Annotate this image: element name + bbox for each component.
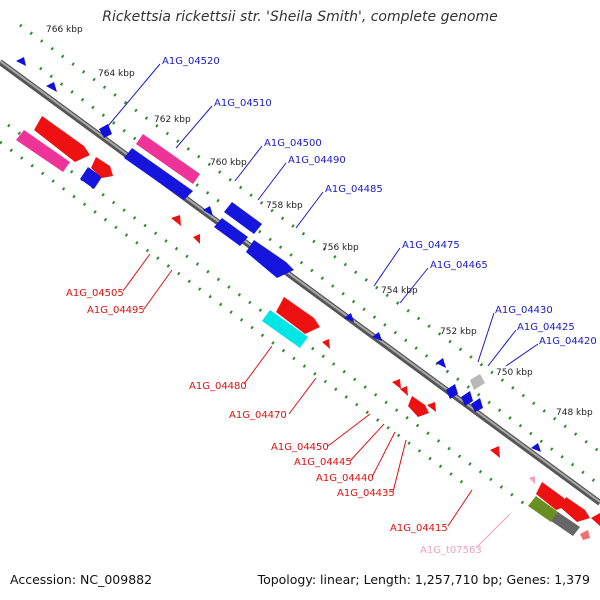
topology-text: Topology: linear; Length: 1,257,710 bp; …: [257, 572, 590, 587]
gene-arrow-rev[interactable]: [322, 339, 330, 349]
genome-axis-highlight: [0, 60, 600, 503]
gene-label-fwd[interactable]: A1G_04475: [402, 240, 460, 251]
gene-block-cyan[interactable]: [262, 310, 308, 348]
gene-arrow-fwd[interactable]: [16, 57, 26, 66]
gene-block-blue[interactable]: [214, 218, 248, 246]
gene-label-fwd[interactable]: A1G_04490: [288, 155, 346, 166]
gene-arrow-fwd[interactable]: [531, 443, 541, 452]
gene-block-salmon[interactable]: [580, 530, 590, 540]
gene-block-red[interactable]: [560, 497, 590, 522]
kbp-label: 764 kbp: [98, 69, 135, 79]
gene-arrow-fwd[interactable]: [446, 384, 458, 399]
labels-rev: A1G_04505 A1G_04495 A1G_04480 A1G_04470 …: [66, 253, 511, 556]
gene-label-rev[interactable]: A1G_04415: [390, 523, 448, 534]
gene-arrow-fwd[interactable]: [203, 206, 213, 216]
kbp-label: 754 kbp: [381, 286, 418, 296]
accession-text: Accession: NC_009882: [10, 572, 153, 587]
gene-label-fwd[interactable]: A1G_04430: [495, 305, 553, 316]
gene-label-rev[interactable]: A1G_04480: [189, 381, 247, 392]
gene-arrow-fwd[interactable]: [436, 358, 446, 368]
gene-arrow-rev[interactable]: [193, 234, 200, 244]
labels-fwd: A1G_04520 A1G_04510 A1G_04500 A1G_04490 …: [107, 56, 597, 367]
gene-block-pink[interactable]: [16, 130, 70, 172]
gene-label-rev[interactable]: A1G_04440: [316, 473, 374, 484]
gene-block-red[interactable]: [276, 297, 320, 334]
gene-block-grey[interactable]: [470, 374, 485, 390]
gene-block-grey[interactable]: [551, 512, 580, 536]
track-rev-outer: [0, 140, 471, 490]
gene-block-blue[interactable]: [124, 148, 193, 200]
gene-label-fwd[interactable]: A1G_04500: [264, 138, 322, 149]
gene-label-fwd[interactable]: A1G_04420: [539, 336, 597, 347]
gene-arrow-rev[interactable]: [427, 402, 436, 412]
gene-arrow-fwd[interactable]: [372, 332, 382, 341]
gene-label-rev[interactable]: A1G_04495: [87, 305, 145, 316]
kbp-label: 748 kbp: [556, 408, 593, 418]
gene-arrow-fwd[interactable]: [344, 313, 354, 322]
gene-block-red[interactable]: [34, 116, 90, 162]
kbp-label: 760 kbp: [210, 158, 247, 168]
gene-label-rev[interactable]: A1G_04470: [229, 410, 287, 421]
gene-arrow-fwd[interactable]: [461, 391, 473, 406]
gene-arrow-fwd[interactable]: [46, 82, 57, 92]
track-fwd-outer: [19, 23, 600, 454]
kbp-label: 756 kbp: [322, 243, 359, 253]
gene-label-rev[interactable]: A1G_04450: [271, 442, 329, 453]
gene-block-olive[interactable]: [528, 496, 558, 522]
gene-label-fwd[interactable]: A1G_04485: [325, 184, 383, 195]
gene-arrow-fwd[interactable]: [99, 124, 112, 138]
gene-arrow-rev[interactable]: [392, 379, 401, 389]
gene-block-blue[interactable]: [246, 240, 294, 278]
kbp-labels: 766 kbp 764 kbp 762 kbp 760 kbp 758 kbp …: [46, 25, 593, 418]
gene-arrow-trna[interactable]: [529, 476, 535, 484]
kbp-label: 766 kbp: [46, 25, 83, 35]
gene-label-rev[interactable]: A1G_04445: [294, 457, 352, 468]
gene-block-blue[interactable]: [80, 167, 102, 189]
gene-arrow-fwd[interactable]: [471, 398, 483, 412]
gene-label-fwd[interactable]: A1G_04425: [517, 322, 575, 333]
gene-arrow-rev[interactable]: [490, 446, 500, 458]
gene-block-red[interactable]: [591, 513, 600, 526]
features-fwd: [16, 57, 541, 452]
gene-block-red[interactable]: [408, 396, 429, 417]
gene-label-fwd[interactable]: A1G_04520: [162, 56, 220, 67]
kbp-label: 758 kbp: [266, 201, 303, 211]
features-rev: [16, 116, 600, 540]
track-fwd-inner: [39, 66, 600, 487]
gene-label-fwd[interactable]: A1G_04465: [430, 260, 488, 271]
gene-label-rev[interactable]: A1G_04435: [337, 488, 395, 499]
gene-arrow-rev[interactable]: [171, 215, 181, 226]
map-title: Rickettsia rickettsii str. 'Sheila Smith…: [102, 9, 498, 25]
kbp-label: 752 kbp: [440, 327, 477, 337]
kbp-label: 750 kbp: [496, 368, 533, 378]
gene-label-rev[interactable]: A1G_04505: [66, 288, 124, 299]
gene-label-fwd[interactable]: A1G_04510: [214, 98, 272, 109]
gene-block-red[interactable]: [91, 157, 113, 178]
gene-block-red[interactable]: [536, 482, 567, 510]
gene-block-pink[interactable]: [136, 134, 200, 184]
gene-block-blue[interactable]: [224, 202, 262, 234]
gene-arrow-rev[interactable]: [400, 386, 408, 396]
gene-label-trna[interactable]: A1G_t07563: [420, 545, 482, 556]
kbp-label: 762 kbp: [154, 115, 191, 125]
